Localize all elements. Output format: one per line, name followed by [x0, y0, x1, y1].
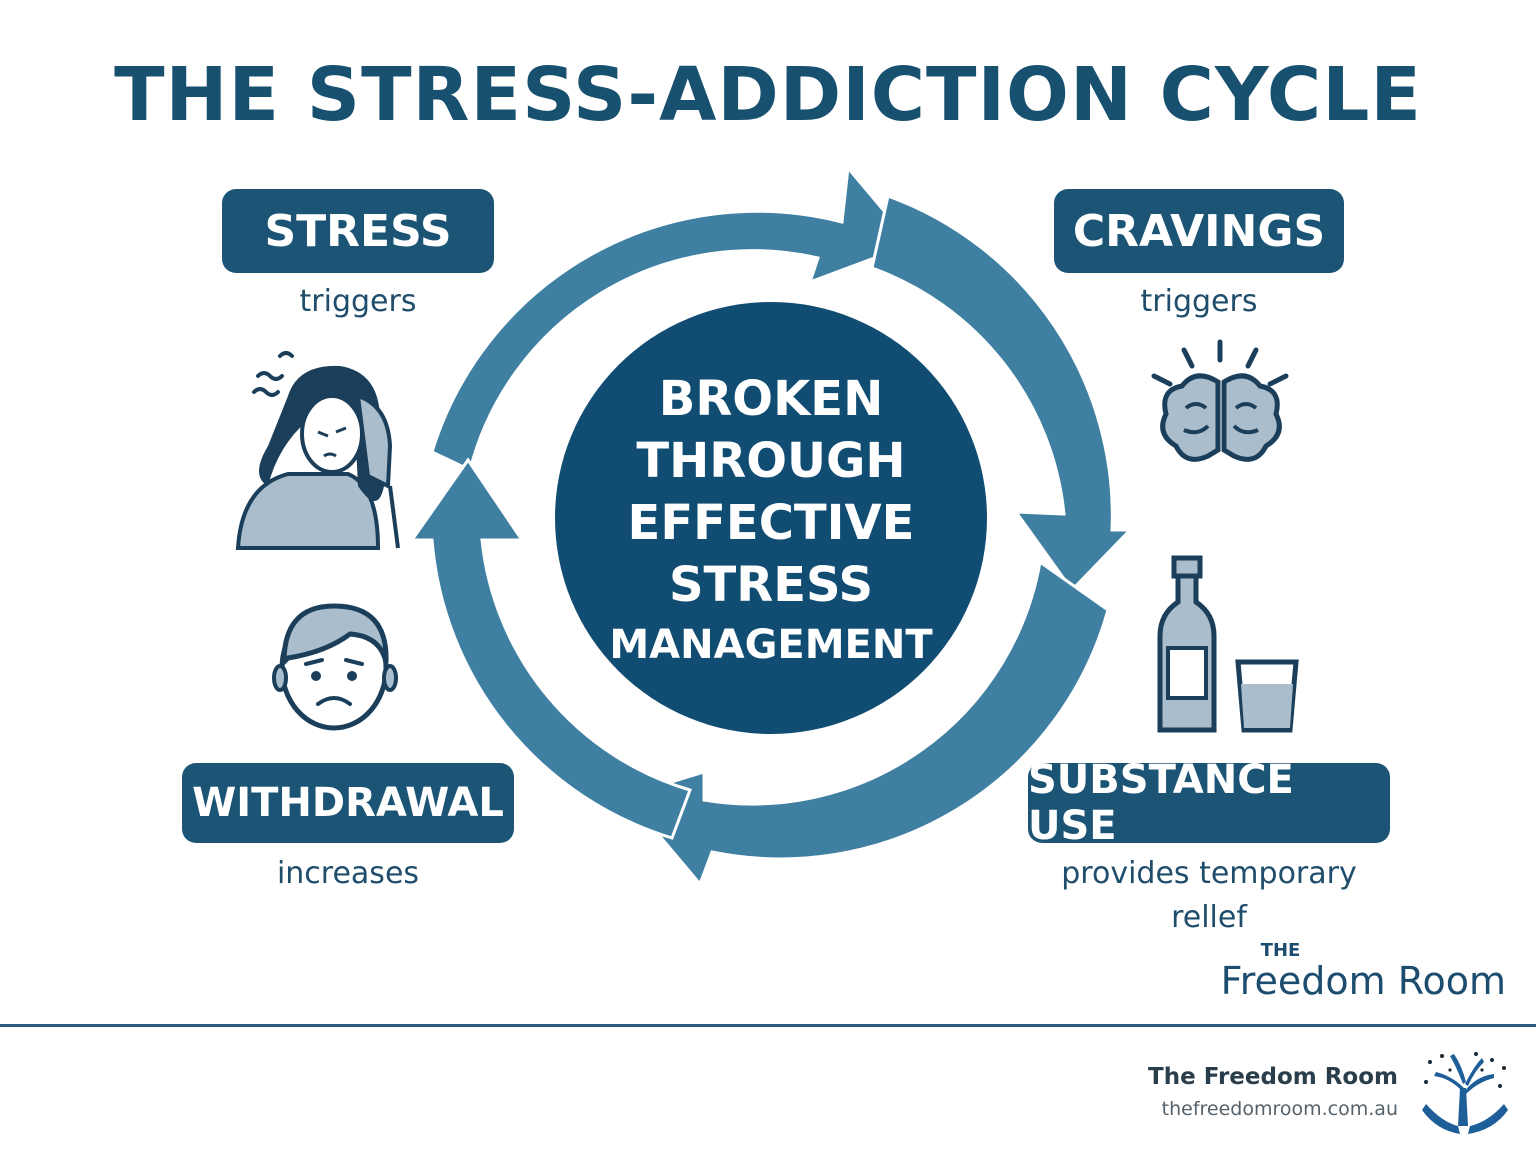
cycle-ring	[409, 164, 1134, 887]
stage-cravings-label: CRAVINGS	[1054, 189, 1344, 273]
footer-brand-name: The Freedom Room	[1148, 1064, 1398, 1090]
stage-withdrawal-caption: increases	[276, 856, 420, 891]
arrow-withdrawal-to-stress	[409, 457, 692, 840]
stressed-woman-icon	[235, 351, 400, 550]
tree-hands-logo-icon	[1422, 1052, 1508, 1134]
stage-cravings-caption: triggers	[1140, 284, 1258, 319]
footer-divider	[0, 1024, 1536, 1027]
center-line: BROKEN	[658, 371, 884, 427]
center-line: STRESS	[668, 557, 874, 613]
stage-stress-caption: triggers	[299, 284, 417, 319]
caption-line: rellef	[1171, 900, 1247, 935]
stage-substance-use-caption: provides temporary rellef	[1000, 852, 1418, 940]
center-circle	[555, 302, 987, 734]
brand-name: Freedom Room	[1220, 959, 1506, 1003]
arrow-stress-to-cravings	[430, 164, 915, 473]
center-line: THROUGH	[636, 433, 906, 489]
brain-icon	[1151, 339, 1289, 462]
stage-stress-label: STRESS	[222, 189, 494, 273]
bottle-and-glass-icon	[1157, 555, 1299, 733]
arrow-cravings-to-substance	[870, 194, 1134, 593]
stage-withdrawal-label: WITHDRAWAL	[182, 763, 514, 843]
footer-url[interactable]: thefreedomroom.com.au	[1161, 1098, 1398, 1120]
center-line: EFFECTIVE	[627, 495, 915, 551]
stage-substance-use-label: SUBSTANCE USE	[1028, 757, 1390, 849]
brand-the: THE	[1260, 940, 1301, 961]
center-message: BROKEN THROUGH EFFECTIVE STRESS MANAGEME…	[556, 368, 986, 674]
caption-line: provides temporary	[1061, 856, 1357, 891]
page-title: THE STRESS-ADDICTION CYCLE	[114, 52, 1422, 138]
brand-watermark: THE Freedom Room	[1221, 940, 1506, 1001]
center-line: MANAGEMENT	[609, 622, 933, 668]
sad-face-icon	[272, 603, 398, 731]
